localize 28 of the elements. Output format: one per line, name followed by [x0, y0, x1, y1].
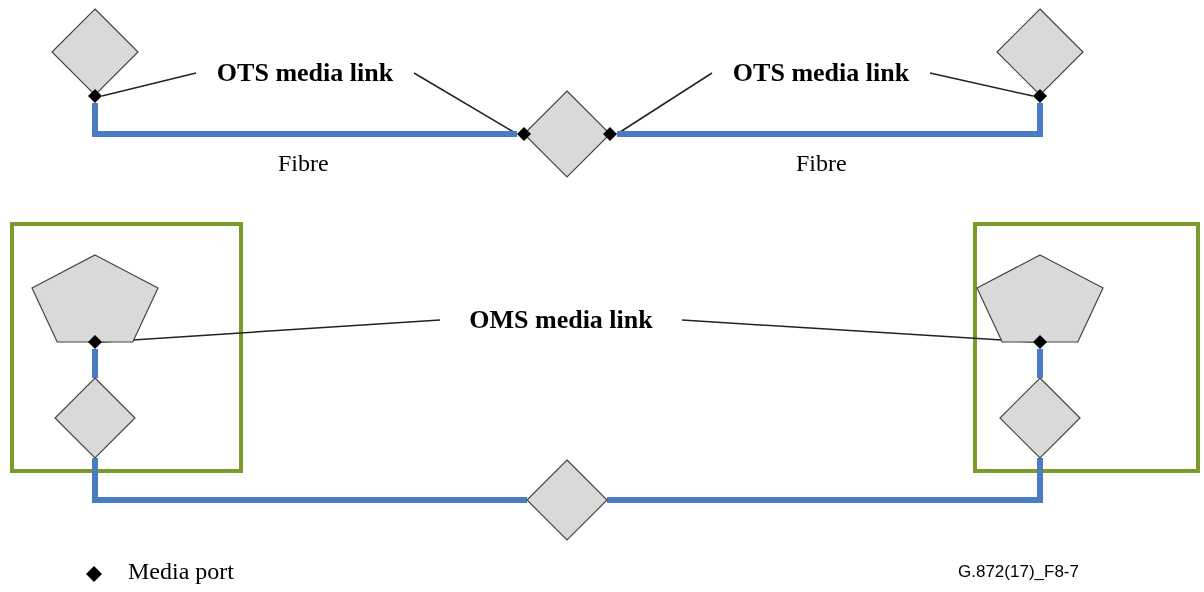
link-label: OMS media link — [440, 302, 682, 338]
equipment-box — [973, 222, 1200, 473]
legend-label: Media port — [128, 558, 234, 585]
link-label: OTS media link — [712, 55, 930, 91]
media-port — [603, 127, 617, 141]
media-port — [1033, 89, 1047, 103]
pentagon-shape — [32, 255, 158, 342]
media-port — [517, 127, 531, 141]
leader-line — [929, 72, 1034, 97]
fibre-line — [1037, 349, 1043, 378]
leader-line — [101, 72, 197, 97]
pentagon-shape — [977, 255, 1103, 342]
media-port — [88, 89, 102, 103]
diamond-shape — [1000, 378, 1080, 458]
equipment-box — [10, 222, 243, 473]
media-port — [1033, 335, 1047, 349]
fibre-line — [617, 103, 1043, 137]
fibre-line — [92, 103, 517, 137]
fibre-line — [607, 458, 1043, 503]
diamond-shape — [52, 9, 138, 95]
link-label: OTS media link — [196, 55, 414, 91]
fibre-line — [92, 458, 527, 503]
fibre-line — [92, 349, 98, 378]
diamond-shape — [55, 378, 135, 458]
figure-code: G.872(17)_F8-7 — [958, 562, 1079, 582]
diamond-shape — [997, 9, 1083, 95]
media-port — [88, 335, 102, 349]
diamond-shape — [527, 460, 607, 540]
